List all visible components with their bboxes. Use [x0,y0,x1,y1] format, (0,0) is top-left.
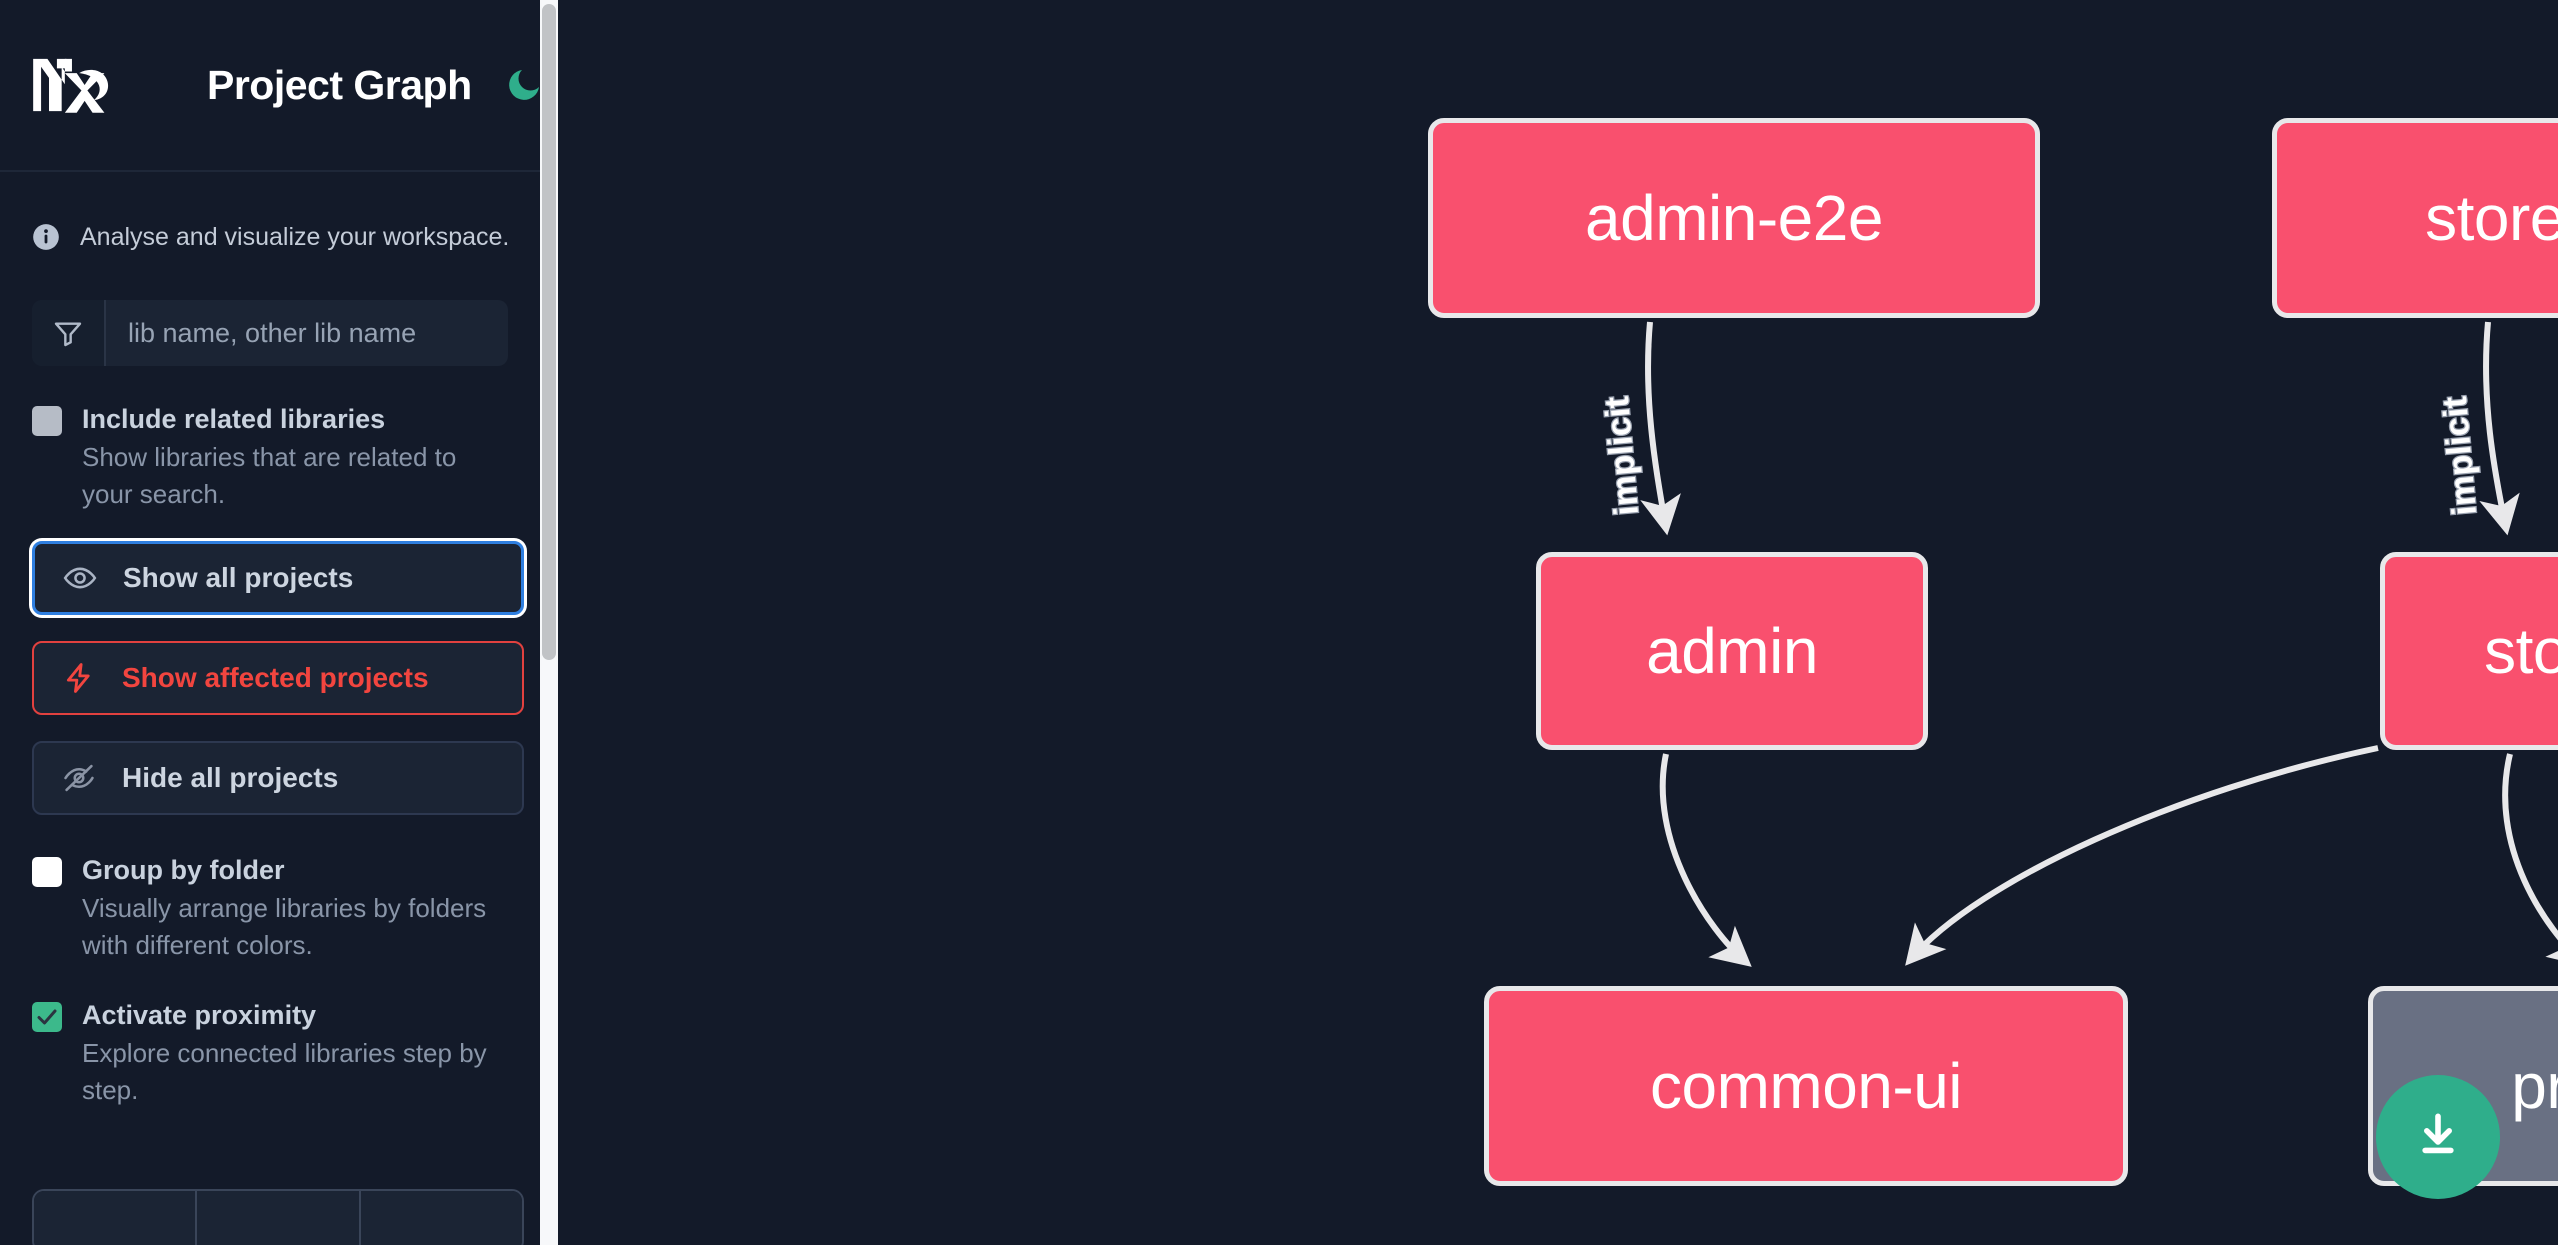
graph-edges: implicit implicit [1597,321,2558,967]
download-icon [2410,1107,2466,1168]
edge-admin-to-common-ui [1659,753,1752,967]
nx-logo [30,54,125,116]
checkbox-include-related-libraries[interactable]: Include related libraries Show libraries… [32,400,508,513]
graph-node-store-label: store [2484,615,2558,687]
graph-node-admin-e2e-label: admin-e2e [1585,182,1883,254]
activate-proximity-label: Activate proximity [82,999,317,1030]
group-by-folder-label: Group by folder [82,854,285,885]
graph-node-admin-e2e[interactable]: admin-e2e [1428,118,2040,318]
edge-store-e2e-to-store [2479,321,2520,536]
graph-node-store-e2e[interactable]: store-e2e [2272,118,2558,318]
include-related-libraries-checkbox[interactable] [32,406,62,436]
sidebar-content: Project Graph [0,0,540,1245]
page-title: Project Graph [207,61,472,108]
group-by-folder-description: Visually arrange libraries by folders wi… [82,893,487,960]
activate-proximity-texts: Activate proximity Explore connected lib… [82,996,508,1109]
proximity-segmented-control[interactable] [32,1189,524,1245]
graph-canvas[interactable]: implicit implicit admin-e2e store-e2e ad… [558,0,2558,1245]
proximity-segment-3[interactable] [360,1191,522,1245]
activate-proximity-description: Explore connected libraries step by step… [82,1038,487,1105]
graph-node-products-label: products [2511,1050,2558,1122]
search-bar[interactable] [32,300,508,366]
show-all-projects-button[interactable]: Show all projects [32,540,524,615]
search-input[interactable] [106,300,508,366]
proximity-segment-1[interactable] [34,1191,198,1245]
filter-icon [32,300,106,366]
sidebar-header: Project Graph [0,0,540,172]
edge-admin-e2e-to-admin [1640,321,1681,536]
lightning-icon [60,659,98,697]
group-by-folder-texts: Group by folder Visually arrange librari… [82,851,508,964]
show-affected-projects-button[interactable]: Show affected projects [32,640,524,715]
graph-node-admin-label: admin [1646,615,1818,687]
project-visibility-buttons: Show all projects Show affected projects [32,540,524,815]
checkbox-group-by-folder[interactable]: Group by folder Visually arrange librari… [32,851,508,964]
show-affected-projects-label: Show affected projects [122,661,429,693]
eye-icon [61,559,99,597]
workspace-info: Analyse and visualize your workspace. [32,172,510,264]
sidebar-scrollbar-thumb[interactable] [542,4,556,660]
include-related-libraries-texts: Include related libraries Show libraries… [82,400,508,513]
checkbox-activate-proximity[interactable]: Activate proximity Explore connected lib… [32,996,508,1109]
hide-all-projects-label: Hide all projects [122,761,339,793]
include-related-libraries-label: Include related libraries [82,404,386,434]
info-icon [32,223,60,251]
workspace-info-text: Analyse and visualize your workspace. [80,222,510,251]
edge-store-to-products [2502,753,2558,967]
include-related-libraries-description: Show libraries that are related to your … [82,442,457,510]
sidebar: Project Graph [0,0,558,1245]
edge-label-implicit-store: implicit [2436,395,2484,517]
graph-node-store-e2e-label: store-e2e [2425,182,2558,254]
graph-node-common-ui-label: common-ui [1649,1050,1963,1122]
sidebar-body: Analyse and visualize your workspace. [0,172,540,1109]
graph-node-common-ui[interactable]: common-ui [1484,986,2128,1186]
graph-node-admin[interactable]: admin [1536,552,1928,750]
edge-store-to-common-ui [1905,745,2379,966]
proximity-segment-2[interactable] [197,1191,361,1245]
sidebar-scrollbar-track[interactable] [540,0,558,1245]
moon-icon[interactable] [504,64,544,106]
eye-off-icon [60,759,98,797]
edge-label-implicit-admin: implicit [1598,395,1646,517]
activate-proximity-checkbox[interactable] [32,1001,62,1032]
group-by-folder-checkbox[interactable] [32,856,62,887]
show-all-projects-label: Show all projects [123,561,354,593]
hide-all-projects-button[interactable]: Hide all projects [32,740,524,815]
download-button[interactable] [2376,1075,2500,1199]
graph-node-store[interactable]: store [2380,552,2558,750]
